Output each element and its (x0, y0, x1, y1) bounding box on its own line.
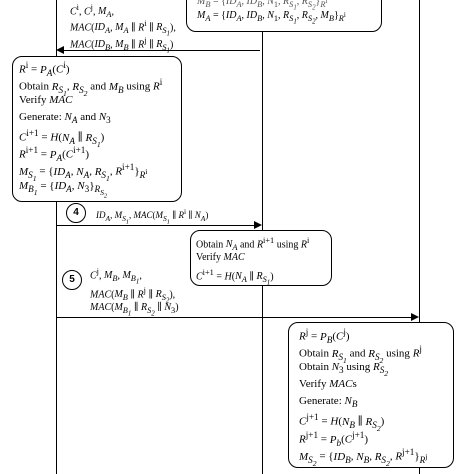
device-a-line-3: Verify MAC (19, 94, 73, 106)
lifeline-device-a (56, 0, 57, 474)
step-5-line-1: Cj, MB, MB1, (90, 267, 142, 286)
device-b-line-5: Generate: NB (299, 395, 358, 410)
device-a-line-8: MB1 = {IDA, N3}RS2 (19, 180, 108, 200)
device-a-line-4: Generate: NA and N3 (19, 111, 111, 126)
device-b-line-7: Rj+1 = Pb(Cj+1) (299, 430, 369, 448)
step-4-badge: 4 (66, 203, 86, 223)
server-line-1: Obtain NA and Ri+1 using Ri (196, 236, 310, 253)
server-mb-line: MB = {IDA, IDB, N1, RS1, RS2}Ri (197, 0, 328, 12)
step-5-arrowhead (411, 313, 419, 321)
step-4-arrowhead (254, 221, 262, 229)
device-a-line-2: Obtain RS1, RS2 and MB using Ri (19, 77, 163, 98)
prev-message-arrowhead (56, 46, 64, 54)
step-5-arrow-line (56, 317, 411, 318)
step-4-arrow-line (56, 225, 254, 226)
device-b-line-4: Verify MACs (299, 378, 357, 390)
device-a-compute-box: Ri = PA(Ci) Obtain RS1, RS2 and MB using… (12, 56, 182, 202)
server-line-2: Verify MAC (196, 252, 245, 263)
device-b-line-6: Cj+1 = H(NB ∥ RS2) (299, 412, 385, 433)
step-5-line-3: MAC(MB1 ∥ RS2 ∥ N3) (90, 302, 179, 318)
device-a-line-1: Ri = PA(Ci) (19, 60, 70, 78)
server-line-3: Ci+1 = H(NA ∥ RS1) (196, 268, 274, 287)
step-5-line-2: MAC(MB ∥ Rj ∥ RS2), (90, 286, 176, 305)
step-5-badge: 5 (62, 270, 82, 290)
server-compute-box: Obtain NA and Ri+1 using Ri Verify MAC C… (190, 230, 332, 286)
prev-message-line3: MAC(IDB, MB ∥ Rj ∥ RS1) (70, 36, 174, 55)
server-ma-line: MA = {IDA, IDB, N1, RS1, RS2, MB}Ri (197, 10, 346, 26)
device-b-compute-box: Rj = PB(Cj) Obtain RS1 and RS2 using Rj … (288, 322, 454, 468)
device-b-line-1: Rj = PB(Cj) (299, 327, 350, 345)
server-compute-box-top: MB = {IDA, IDB, N1, RS1, RS2}Ri MA = {ID… (186, 0, 382, 32)
device-b-line-8: MS2 = {IDB, NB, RS2, Rj+1}Rj (299, 447, 428, 468)
device-a-line-6: Ri+1 = PA(Ci+1) (19, 145, 90, 163)
prev-message-arrow-line (60, 50, 260, 51)
prev-message-line2: MAC(IDA, MA ∥ Ri ∥ RS1), (70, 19, 176, 38)
device-a-line-7: MS1 = {IDA, NA, RS1, Ri+1}Ri (19, 162, 148, 183)
step-4-message: IDA, MS1, MAC(MS1 ∥ Ri ∥ NA) (96, 207, 209, 226)
device-b-line-3: Obtain N3 using RS2 (299, 361, 389, 379)
device-a-line-5: Ci+1 = H(NA ∥ RS1) (19, 128, 105, 149)
device-b-line-2: Obtain RS1 and RS2 using Rj (299, 344, 422, 365)
prev-message-line1: Ci, Cj, MA, (70, 3, 114, 20)
lifeline-device-b (419, 0, 420, 474)
